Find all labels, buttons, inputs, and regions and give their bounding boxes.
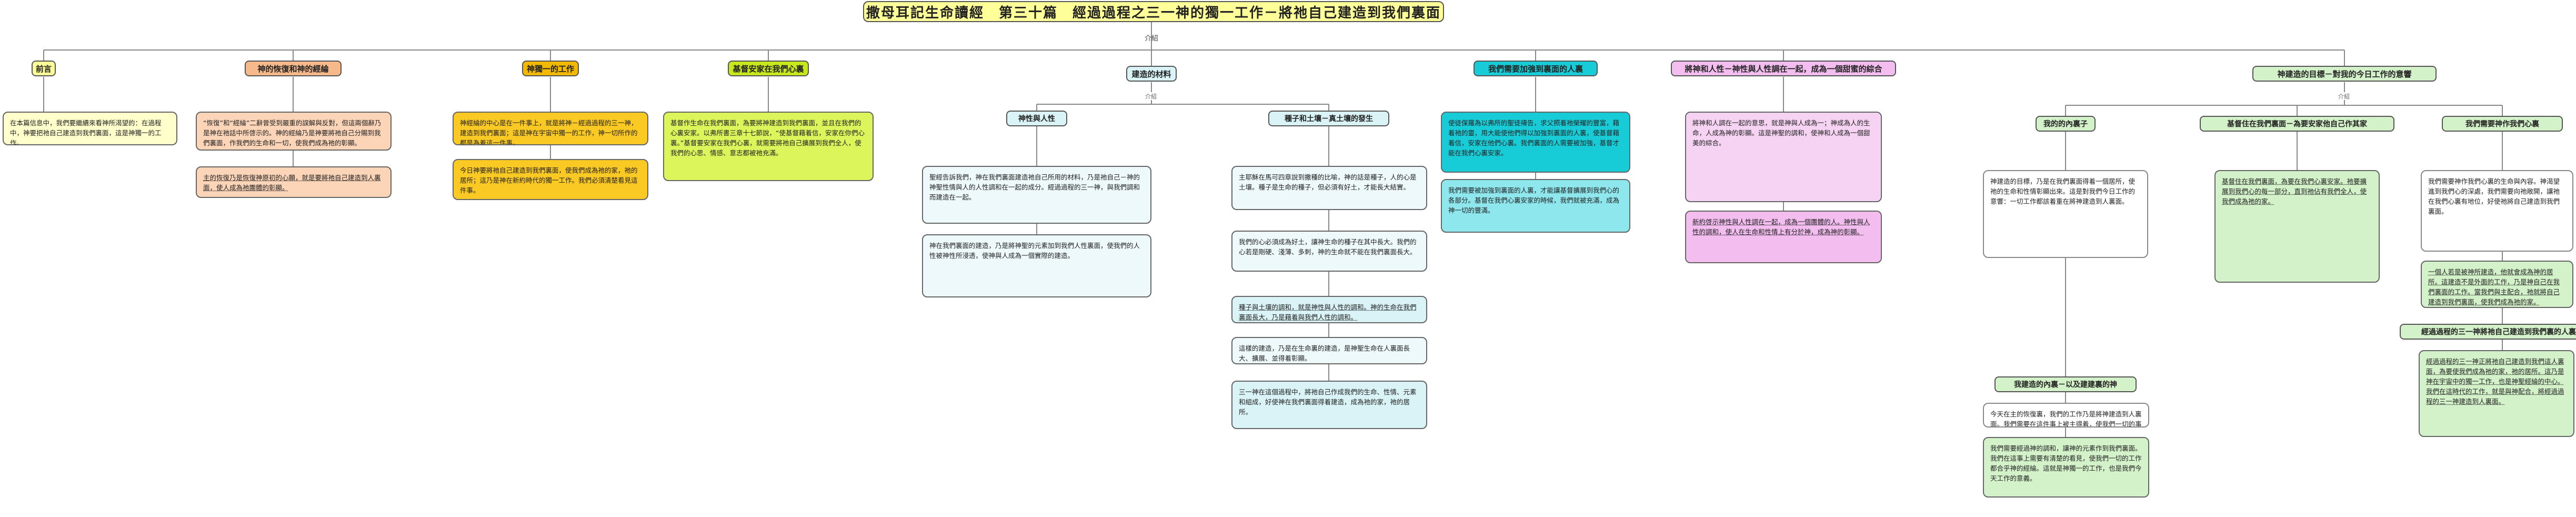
heading-make-home: 基督住在我們裏面－為要安家他自己作其家 [2200,116,2394,132]
card-god-work-2: 今日神要將祂自己建造到我們裏面，使我們成為祂的家，祂的居所；這乃是神在新約時代的… [453,159,648,200]
heading-goal: 神建造的目標－對我的今日工作的意響 [2252,66,2437,82]
card-constitution-1: 使徒保羅為以弗所的聖徒禱告，求父照着祂榮耀的豐富，藉着祂的靈，用大能使他們得以加… [1441,112,1630,173]
heading-god-work: 神獨一的工作 [522,61,579,76]
card-christ-in-heart-text: 基督作生命在我們裏面，為要將神建造到我們裏面，並且在我們的心裏安家。以弗所書三章… [670,119,865,157]
card-we-need-1: 我們需要神作我們心裏的生命與內容。神渴望進到我們心的深處，我們需要向祂敞開，讓祂… [2421,170,2573,252]
card-building-result: 經過過程的三一神正將祂自己建造到我們這人裏面，為要使我們成為祂的家，祂的居所。這… [2419,350,2574,437]
card-substance-4: 這樣的建造，乃是在生命裏的建造，是神聖生命在人裏面長大、擴展、並得着彰顯。 [1231,337,1427,364]
card-make-home: 基督住在我們裏面，為要在我們心裏安家。祂要擴展到我們心的每一部分，直到祂佔有我們… [2214,170,2380,283]
card-god-work-2-text: 今日神要將祂自己建造到我們裏面，使我們成為祂的家，祂的居所；這乃是神在新約時代的… [460,166,638,194]
card-god-work-1: 神經綸的中心是在一件事上，就是將神－經過過程的三一神，建造到我們裏面；這是神在宇… [453,112,648,145]
card-mingled-2-text: 新約啓示神性與人性調在一起，成為一個團體的人。神性與人性的調和，使人在生命和性情… [1692,218,1870,236]
card-substance-5-text: 三一神在這個過程中，將祂自己作成我們的生命、性情、元素和組成，好使神在我們裏面得… [1239,388,1417,416]
card-my-heart-text: 神建造的目標，乃是在我們裏面得着一個居所，使祂的生命和性情彰顯出來。這是對我們今… [1990,177,2136,205]
card-god-work-1-text: 神經綸的中心是在一件事上，就是將神－經過過程的三一神，建造到我們裏面；這是神在宇… [460,119,638,145]
heading-divine-human: 神性與人性 [1006,111,1067,126]
heading-materials: 建造的材料 [1126,66,1177,82]
card-intro-text: 在本篇信息中，我們要繼續來看神所渴望的：在過程中，神要把祂自己建造到我們裏面，這… [10,119,162,145]
heading-building-process: 我建造的內裏－以及建建裏的神 [1994,376,2137,392]
card-building-process-2: 我們需要經過神的調和，讓神的元素作到我們裏面。我們在這事上需要有清楚的看見，使我… [1983,437,2149,498]
card-building-result-text: 經過過程的三一神正將祂自己建造到我們這人裏面，為要使我們成為祂的家，祂的居所。這… [2426,357,2564,405]
card-my-heart: 神建造的目標，乃是在我們裏面得着一個居所，使祂的生命和性情彰顯出來。這是對我們今… [1983,170,2148,258]
heading-substance: 種子和土壤－真土壤的發生 [1268,111,1389,126]
card-god-desire-1: “恢復”和“經綸”二辭曾受到嚴重的誤解與反對，但這兩個辭乃是神在祂話中所啓示的。… [196,112,392,151]
card-divine-human-1-text: 聖經告訴我們，神在我們裏面建造祂自己所用的材料，乃是祂自己－神的神聖性情與人的人… [929,173,1140,201]
card-substance-1: 主耶穌在馬可四章說到撒種的比喻，神的話是種子，人的心是土壤。種子是生命的種子，但… [1231,166,1427,210]
branch-label-goal: 介紹 [2338,93,2350,100]
card-constitution-1-text: 使徒保羅為以弗所的聖徒禱告，求父照着祂榮耀的豐富，藉着祂的靈，用大能使他們得以加… [1448,119,1620,157]
card-substance-2: 我們的心必須成為好土，讓神生命的種子在其中長大。我們的心若是剛硬、淺薄、多刺，神… [1231,231,1427,272]
card-intro: 在本篇信息中，我們要繼續來看神所渴望的：在過程中，神要把祂自己建造到我們裏面，這… [3,112,177,145]
card-constitution-2-text: 我們需要被加強到裏面的人裏，才能讓基督擴展到我們心的各部分。基督在我們心裏安家的… [1448,186,1620,214]
heading-we-need: 我們需要神作我們心裏 [2442,116,2563,132]
heading-building-result: 經過過程的三一神將祂自己建造到我們裏的人裏面 [2400,324,2576,340]
heading-constitution: 我們需要加強到裏面的人裏 [1474,61,1598,76]
card-we-need-1-text: 我們需要神作我們心裏的生命與內容。神渴望進到我們心的深處，我們需要向祂敞開，讓祂… [2428,177,2560,215]
card-make-home-text: 基督住在我們裏面，為要在我們心裏安家。祂要擴展到我們心的每一部分，直到祂佔有我們… [2222,177,2367,205]
card-substance-3: 種子與土壤的調和，就是神性與人性的調和。神的生命在我們裏面長大，乃是藉着與我們人… [1231,296,1427,323]
card-mingled-1-text: 將神和人調在一起的意思，就是神與人成為一；神成為人的生命，人成為神的彰顯。這是神… [1692,119,1870,147]
heading-my-heart: 我的的內裏子 [2036,116,2096,132]
card-constitution-2: 我們需要被加強到裏面的人裏，才能讓基督擴展到我們心的各部分。基督在我們心裏安家的… [1441,179,1630,233]
card-substance-1-text: 主耶穌在馬可四章說到撒種的比喻，神的話是種子，人的心是土壤。種子是生命的種子，但… [1239,173,1417,191]
card-divine-human-2: 神在我們裏面的建造，乃是將神聖的元素加到我們人性裏面，使我們的人性被神性所浸透，… [922,234,1151,297]
card-god-desire-2: 主的恢復乃是恢復神原初的心願，就是要將祂自己建造到人裏面，使人成為祂團體的彰顯。 [196,166,392,198]
root-label: 介紹 [1145,35,1159,43]
card-substance-2-text: 我們的心必須成為好土，讓神生命的種子在其中長大。我們的心若是剛硬、淺薄、多刺，神… [1239,238,1417,256]
card-we-need-2-text: 一個人若是被神所建造，他就會成為神的居所。這建造不是外面的工作，乃是神自己在我們… [2428,268,2560,306]
heading-mingled: 將神和人性－神性與人性調在一起，成為一個甜蜜的綜合 [1671,61,1896,76]
card-christ-in-heart: 基督作生命在我們裏面，為要將神建造到我們裏面，並且在我們的心裏安家。以弗所書三章… [663,112,874,181]
card-divine-human-1: 聖經告訴我們，神在我們裏面建造祂自己所用的材料，乃是祂自己－神的神聖性情與人的人… [922,166,1151,224]
card-substance-3-text: 種子與土壤的調和，就是神性與人性的調和。神的生命在我們裏面長大，乃是藉着與我們人… [1239,303,1417,321]
page-title: 撒母耳記生命讀經 第三十篇 經過過程之三一神的獨一工作－將祂自己建造到我們裏面 [863,1,1444,22]
heading-god-desire: 神的恢復和神的經綸 [245,61,342,76]
heading-christ-in-heart: 基督安家在我們心裏 [728,61,809,76]
card-building-process-1: 今天在主的恢復裏，我們的工作乃是將神建造到人裏面。我們需要在這件事上被主得着，使… [1983,403,2149,427]
card-divine-human-2-text: 神在我們裏面的建造，乃是將神聖的元素加到我們人性裏面，使我們的人性被神性所浸透，… [929,242,1140,260]
card-building-process-2-text: 我們需要經過神的調和，讓神的元素作到我們裏面。我們在這事上需要有清楚的看見，使我… [1990,444,2142,482]
heading-intro: 前言 [32,61,56,76]
card-building-process-1-text: 今天在主的恢復裏，我們的工作乃是將神建造到人裏面。我們需要在這件事上被主得着，使… [1990,410,2142,427]
card-mingled-1: 將神和人調在一起的意思，就是神與人成為一；神成為人的生命，人成為神的彰顯。這是神… [1685,112,1882,202]
card-god-desire-1-text: “恢復”和“經綸”二辭曾受到嚴重的誤解與反對，但這兩個辭乃是神在祂話中所啓示的。… [203,119,382,147]
branch-label-materials: 介紹 [1145,93,1157,100]
card-substance-4-text: 這樣的建造，乃是在生命裏的建造，是神聖生命在人裏面長大、擴展、並得着彰顯。 [1239,344,1410,362]
card-mingled-2: 新約啓示神性與人性調在一起，成為一個團體的人。神性與人性的調和，使人在生命和性情… [1685,211,1882,263]
card-we-need-2: 一個人若是被神所建造，他就會成為神的居所。這建造不是外面的工作，乃是神自己在我們… [2421,261,2573,308]
card-substance-5: 三一神在這個過程中，將祂自己作成我們的生命、性情、元素和組成，好使神在我們裏面得… [1231,381,1427,429]
card-god-desire-2-text: 主的恢復乃是恢復神原初的心願，就是要將祂自己建造到人裏面，使人成為祂團體的彰顯。 [203,174,381,192]
